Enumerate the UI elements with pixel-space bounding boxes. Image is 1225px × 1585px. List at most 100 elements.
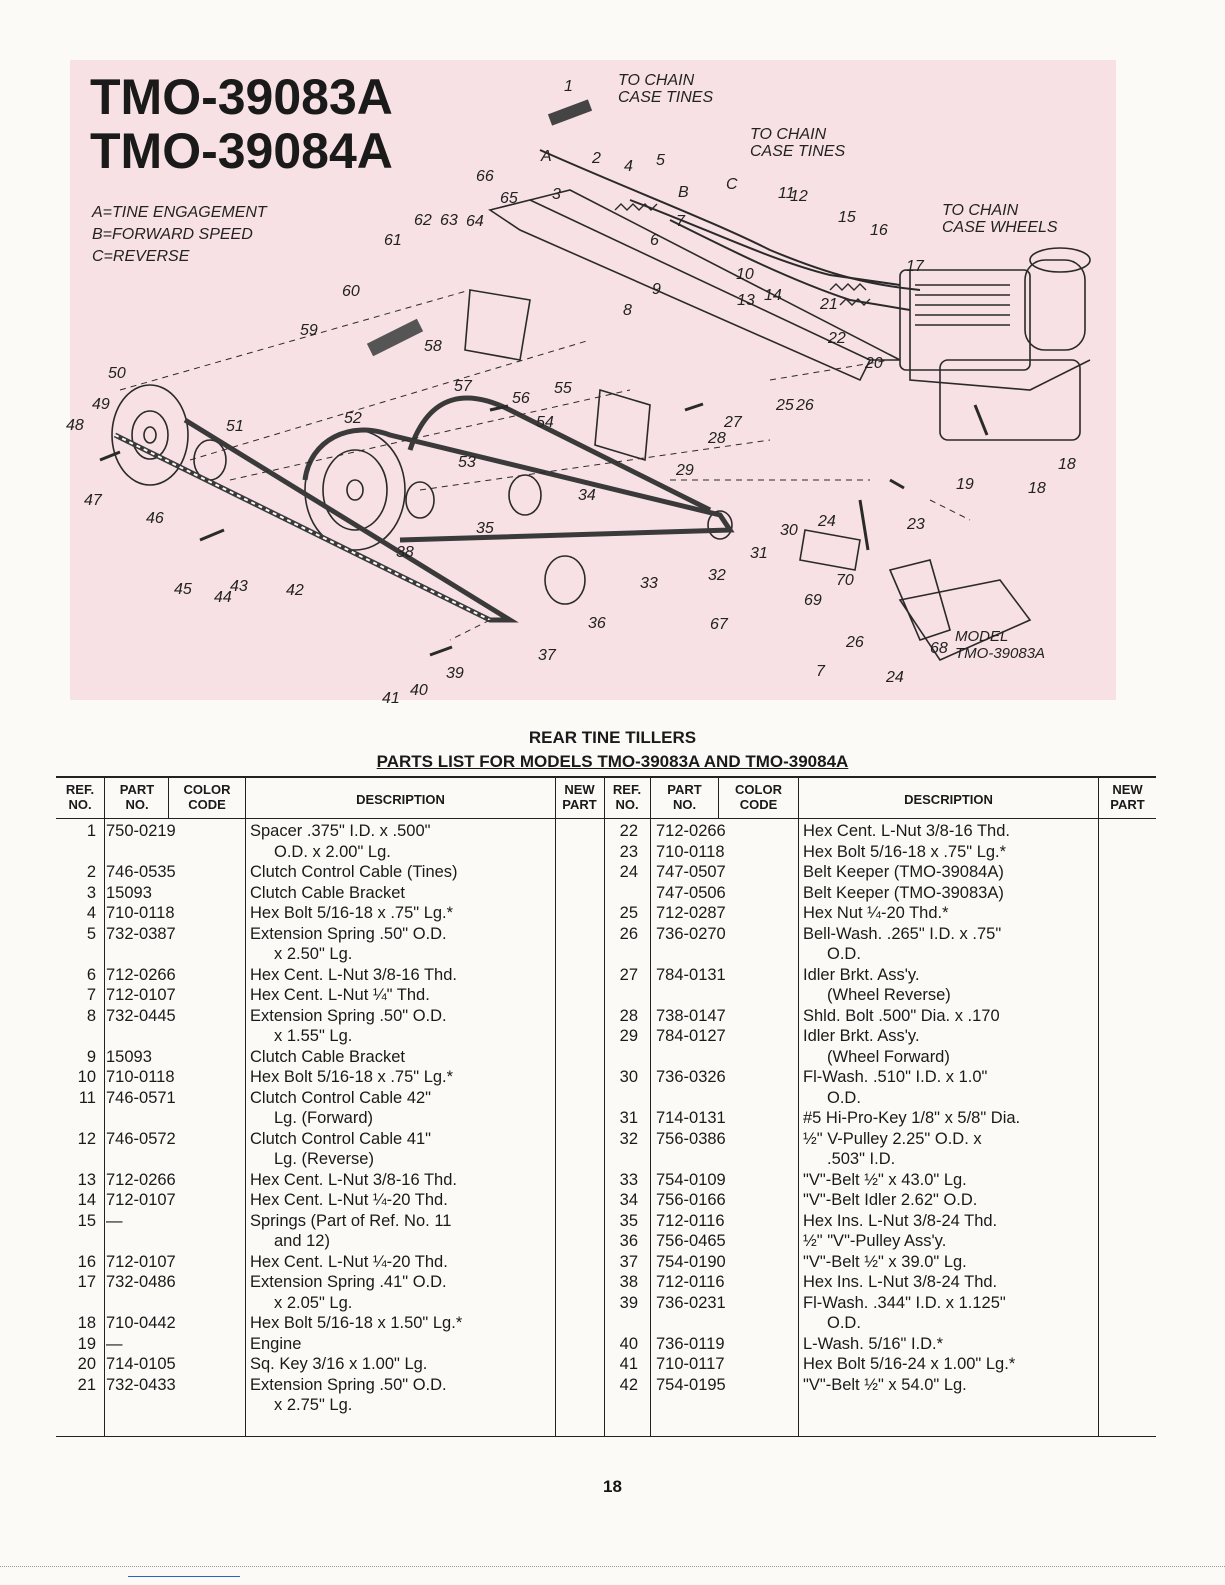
- reference-label: 8: [623, 302, 632, 319]
- part-no: 756-0166: [656, 1191, 726, 1209]
- description-line: Extension Spring .41" O.D.: [250, 1273, 447, 1291]
- engine-tank-shape: [1024, 259, 1086, 351]
- description-line: Shld. Bolt .500" Dia. x .170: [803, 1006, 1000, 1025]
- reference-label: 4: [624, 158, 633, 175]
- reference-label: 57: [454, 378, 472, 395]
- description-line: Extension Spring .50" O.D.: [250, 1006, 447, 1025]
- col-new-part-right: NEW PART: [1110, 782, 1145, 812]
- part-no: 784-0127: [656, 1027, 726, 1045]
- reference-label: 7: [676, 213, 685, 230]
- part-no: —: [106, 1211, 123, 1230]
- part-no: 712-0287: [656, 904, 726, 922]
- description-line: Hex Cent. L-Nut 3/8-16 Thd.: [250, 965, 457, 984]
- reference-label: 60: [342, 283, 360, 300]
- reference-label: 63: [440, 212, 458, 229]
- ref-no: 40: [619, 1334, 638, 1353]
- description-line: Hex Cent. L-Nut ¼-20 Thd.: [250, 1191, 448, 1209]
- reference-label: 38: [396, 544, 414, 561]
- reference-label: 68: [930, 640, 948, 657]
- part-no: 15093: [106, 1047, 152, 1066]
- reference-label: 64: [466, 213, 484, 230]
- ref-no: 8: [86, 1006, 96, 1025]
- description-line: Fl-Wash. .510" I.D. x 1.0": [803, 1068, 988, 1086]
- clutch-cable-reverse-shape: [669, 219, 911, 311]
- description-line: O.D.: [827, 945, 861, 963]
- description-line: Hex Cent. L-Nut 3/8-16 Thd.: [250, 1170, 457, 1189]
- description-line: Clutch Cable Bracket: [250, 1047, 405, 1066]
- ref-no: 20: [77, 1355, 96, 1373]
- description-line: Clutch Cable Bracket: [250, 883, 405, 902]
- reference-label: 65: [500, 190, 518, 207]
- col-color-code-right: COLOR CODE: [735, 782, 782, 812]
- ref-no: 29: [619, 1027, 638, 1045]
- clutch-cable-tines-shape: [539, 149, 921, 291]
- ref-no: 7: [86, 986, 96, 1004]
- ref-no: 21: [77, 1375, 96, 1394]
- part-no: 710-0442: [106, 1314, 176, 1332]
- description-line: "V"-Belt ½" x 54.0" Lg.: [803, 1375, 967, 1394]
- reference-label: 39: [446, 665, 464, 682]
- reference-label: 31: [750, 545, 768, 562]
- description-line: .503" I.D.: [827, 1150, 896, 1168]
- part-no: —: [106, 1334, 123, 1353]
- description-line: Lg. (Reverse): [274, 1150, 374, 1168]
- reference-label: 56: [512, 390, 530, 407]
- reference-label: 6: [650, 232, 659, 249]
- description-line: O.D. x 2.00" Lg.: [274, 842, 391, 861]
- part-no: 712-0107: [106, 1252, 176, 1271]
- reference-label: 23: [907, 516, 925, 533]
- exploded-parts-diagram: TO CHAIN CASE TINES TO CHAIN CASE TINES …: [70, 60, 1116, 700]
- reference-label: 29: [676, 462, 694, 479]
- col-ref-no-right: REF. NO.: [612, 782, 642, 812]
- model-title-1: TMO-39083A: [90, 69, 393, 125]
- ref-no: 38: [619, 1273, 638, 1291]
- description-line: "V"-Belt ½" x 39.0" Lg.: [803, 1252, 967, 1271]
- description-line: Springs (Part of Ref. No. 11: [250, 1211, 452, 1230]
- part-no: 746-0535: [106, 863, 176, 881]
- ref-no: 18: [77, 1314, 96, 1332]
- part-no: 732-0486: [106, 1273, 176, 1291]
- table-bottom-rule: [56, 1436, 1156, 1437]
- reference-label: 42: [286, 582, 304, 599]
- reference-label: 7: [816, 663, 825, 680]
- reference-label: 21: [820, 296, 838, 313]
- ref-no: 36: [619, 1232, 638, 1250]
- ref-no: 17: [77, 1273, 96, 1291]
- reference-label: 24: [818, 513, 836, 530]
- belt-33-shape: [407, 395, 712, 513]
- col-part-no: PART NO.: [119, 782, 155, 812]
- description-line: x 1.55" Lg.: [274, 1027, 353, 1045]
- parts-drawing: [99, 99, 1091, 662]
- reference-label: 48: [66, 417, 84, 434]
- description-line: Hex Ins. L-Nut 3/8-24 Thd.: [803, 1211, 998, 1230]
- description-line: ½" V-Pulley 2.25" O.D. x: [803, 1129, 982, 1148]
- pulley-36-shape: [544, 555, 586, 605]
- description-line: ½" "V"-Pulley Ass'y.: [803, 1232, 947, 1250]
- part-no: 754-0190: [656, 1252, 726, 1271]
- description-line: Clutch Control Cable 42": [250, 1088, 432, 1107]
- reference-label: 55: [554, 380, 572, 397]
- part-no: 747-0507: [656, 863, 726, 881]
- part-no: 784-0131: [656, 965, 726, 984]
- description-line: x 2.50" Lg.: [274, 945, 353, 963]
- ref-no: 22: [619, 822, 638, 840]
- description-line: Clutch Control Cable (Tines): [250, 863, 458, 881]
- part-no: 710-0117: [656, 1355, 725, 1373]
- reference-label: 67: [710, 616, 728, 633]
- part-no: 712-0107: [106, 986, 176, 1004]
- col-description: DESCRIPTION: [356, 792, 445, 807]
- part-no: 750-0219: [106, 822, 176, 840]
- spacer-1-shape: [547, 99, 593, 126]
- part-no: 754-0195: [656, 1375, 726, 1394]
- ref-no: 19: [77, 1334, 96, 1353]
- description-line: x 2.75" Lg.: [274, 1396, 353, 1414]
- reference-label: 14: [764, 287, 782, 304]
- reference-label: 66: [476, 168, 494, 185]
- belt-37-shape: [302, 427, 735, 543]
- handle-frame-shape: [488, 199, 872, 382]
- col-color-code: COLOR CODE: [183, 782, 231, 812]
- reference-label: 43: [230, 578, 248, 595]
- ref-no: 26: [619, 924, 638, 943]
- description-line: Hex Bolt 5/16-18 x 1.50" Lg.*: [250, 1314, 463, 1332]
- ref-no: 4: [86, 904, 96, 922]
